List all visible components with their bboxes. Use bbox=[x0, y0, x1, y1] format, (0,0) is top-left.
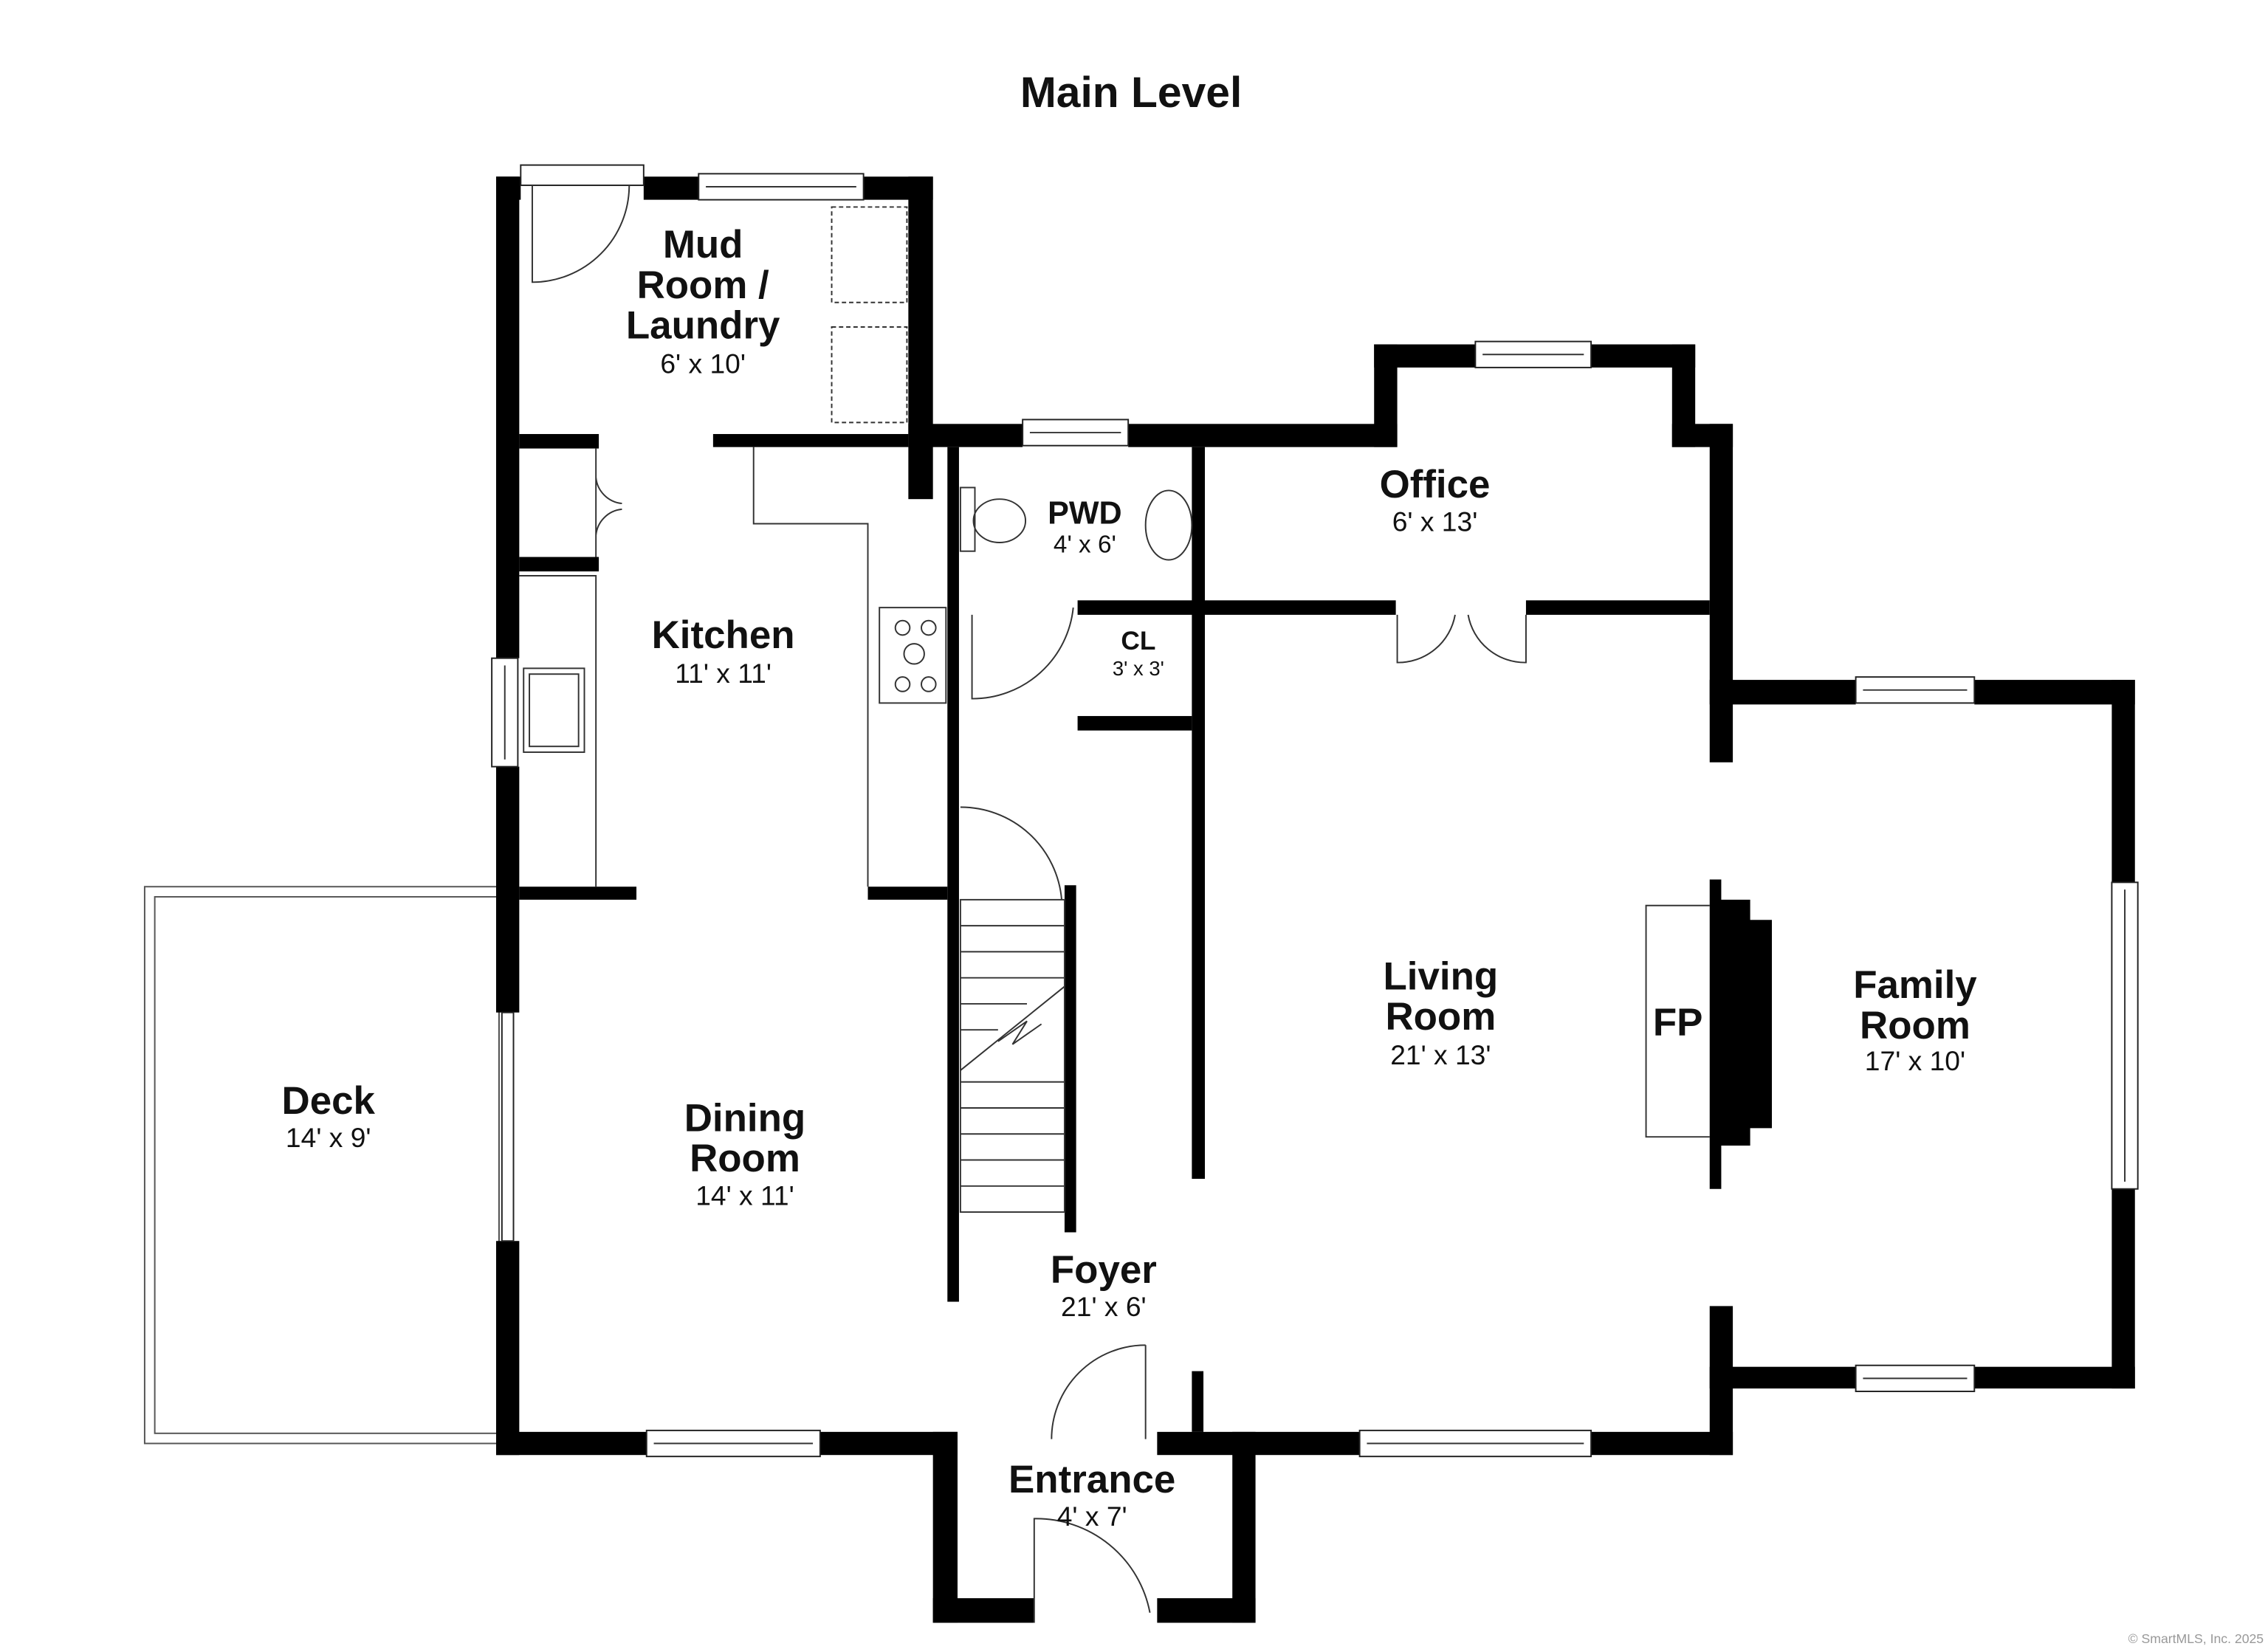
wall bbox=[496, 1431, 647, 1456]
windows bbox=[491, 173, 2139, 1458]
wall bbox=[496, 176, 521, 200]
svg-text:Room /: Room / bbox=[637, 264, 769, 307]
room-office: Office 6' x 13' bbox=[1380, 463, 1491, 537]
svg-text:Dining: Dining bbox=[684, 1096, 805, 1140]
wall bbox=[1974, 680, 2135, 705]
counters bbox=[519, 447, 869, 887]
svg-text:21' x 6': 21' x 6' bbox=[1061, 1291, 1147, 1322]
svg-text:Entrance: Entrance bbox=[1008, 1458, 1175, 1501]
svg-text:CL: CL bbox=[1121, 627, 1155, 655]
svg-text:Laundry: Laundry bbox=[626, 304, 780, 348]
svg-text:PWD: PWD bbox=[1048, 495, 1122, 531]
wall bbox=[908, 176, 933, 500]
room-pwd: PWD 4' x 6' bbox=[1048, 495, 1122, 558]
wall bbox=[712, 434, 909, 447]
wall bbox=[1709, 1366, 1856, 1389]
wall bbox=[496, 176, 520, 658]
wall bbox=[496, 766, 520, 1013]
wall bbox=[519, 434, 599, 449]
room-foyer: Foyer 21' x 6' bbox=[1051, 1248, 1157, 1322]
copyright: © SmartMLS, Inc. 2025 bbox=[2128, 1631, 2264, 1646]
wall bbox=[1192, 1371, 1204, 1432]
svg-text:Family: Family bbox=[1853, 963, 1977, 1007]
deck bbox=[143, 886, 500, 1445]
wall bbox=[908, 424, 1023, 447]
washer bbox=[831, 206, 908, 303]
room-living: Living Room 21' x 13' bbox=[1384, 954, 1499, 1070]
svg-text:Kitchen: Kitchen bbox=[652, 613, 795, 657]
svg-text:Mud: Mud bbox=[663, 223, 743, 266]
wall bbox=[519, 887, 637, 900]
room-deck: Deck 14' x 9' bbox=[282, 1079, 376, 1153]
dryer bbox=[831, 326, 908, 424]
wall bbox=[1709, 680, 1856, 705]
wall bbox=[947, 447, 959, 1302]
svg-text:Living: Living bbox=[1384, 954, 1499, 998]
svg-text:Room: Room bbox=[690, 1137, 800, 1180]
fireplace-label: FP bbox=[1653, 1001, 1703, 1044]
kitchen-sink bbox=[523, 667, 585, 754]
wall bbox=[932, 1431, 958, 1623]
wall bbox=[1192, 447, 1205, 1179]
svg-text:6' x 10': 6' x 10' bbox=[660, 348, 746, 379]
wall bbox=[2111, 680, 2135, 883]
svg-text:21' x 13': 21' x 13' bbox=[1390, 1039, 1491, 1070]
wall bbox=[867, 887, 948, 900]
svg-text:17' x 10': 17' x 10' bbox=[1865, 1045, 1965, 1076]
window bbox=[501, 1011, 515, 1242]
svg-text:Deck: Deck bbox=[282, 1079, 376, 1123]
wall bbox=[1128, 424, 1398, 447]
wall bbox=[1232, 1431, 1256, 1623]
wall bbox=[1709, 424, 1733, 762]
wall bbox=[1157, 1431, 1360, 1456]
plan-title: Main Level bbox=[1020, 69, 1242, 117]
svg-text:Room: Room bbox=[1860, 1004, 1970, 1047]
fixtures bbox=[519, 206, 1772, 1213]
room-dining: Dining Room 14' x 11' bbox=[684, 1096, 805, 1211]
svg-text:11' x 11': 11' x 11' bbox=[675, 658, 772, 689]
svg-text:6' x 13': 6' x 13' bbox=[1392, 506, 1478, 537]
wall bbox=[519, 557, 599, 572]
toilet bbox=[959, 486, 1027, 552]
wall bbox=[1591, 1431, 1733, 1456]
walls bbox=[496, 176, 2135, 1623]
room-cl: CL 3' x 3' bbox=[1113, 627, 1164, 680]
wall bbox=[1374, 344, 1476, 368]
wall bbox=[1064, 885, 1076, 1233]
room-family: Family Room 17' x 10' bbox=[1853, 963, 1977, 1076]
wall bbox=[643, 176, 699, 200]
room-mud-laundry: Mud Room / Laundry 6' x 10' bbox=[626, 223, 780, 379]
fireplace bbox=[1645, 879, 1772, 1189]
wall bbox=[1525, 600, 1710, 615]
doors bbox=[520, 164, 1527, 1623]
bath-sink bbox=[1144, 489, 1193, 561]
wall bbox=[1974, 1366, 2135, 1389]
room-kitchen: Kitchen 11' x 11' bbox=[652, 613, 795, 689]
svg-text:14' x 11': 14' x 11' bbox=[695, 1180, 794, 1211]
wall bbox=[932, 1598, 1034, 1623]
svg-text:14' x 9': 14' x 9' bbox=[286, 1122, 371, 1153]
wall bbox=[2111, 1188, 2135, 1389]
svg-text:4' x 6': 4' x 6' bbox=[1054, 531, 1116, 559]
svg-text:4' x 7': 4' x 7' bbox=[1057, 1501, 1127, 1532]
wall bbox=[1709, 1306, 1733, 1456]
svg-text:Foyer: Foyer bbox=[1051, 1248, 1157, 1292]
stairs bbox=[959, 898, 1065, 1213]
wall bbox=[1077, 600, 1396, 615]
svg-text:Room: Room bbox=[1385, 995, 1496, 1039]
wall bbox=[496, 1241, 520, 1456]
svg-text:Office: Office bbox=[1380, 463, 1491, 506]
stove bbox=[879, 607, 947, 704]
svg-text:3' x 3': 3' x 3' bbox=[1113, 657, 1164, 680]
wall bbox=[1077, 716, 1192, 731]
room-entrance: Entrance 4' x 7' bbox=[1008, 1458, 1175, 1532]
